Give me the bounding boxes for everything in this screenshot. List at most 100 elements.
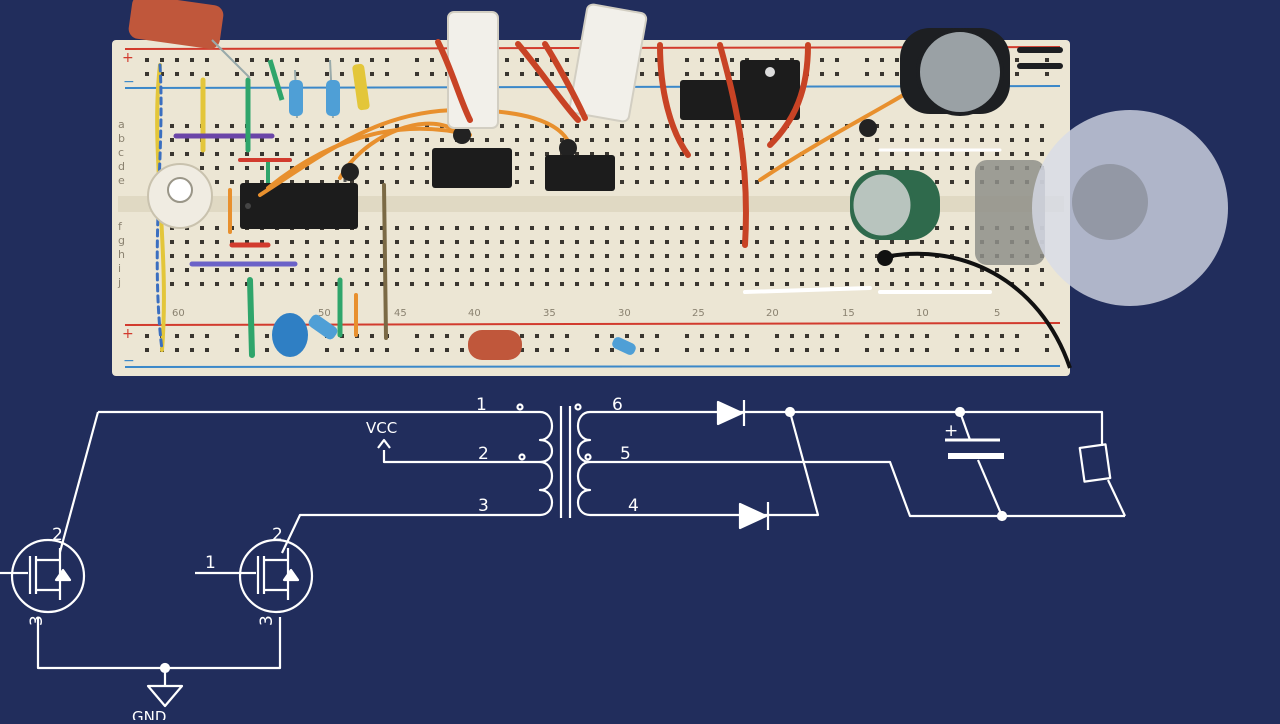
col-number: 50: [318, 308, 331, 319]
breadboard-hole: [830, 240, 834, 244]
breadboard-hole: [320, 138, 324, 142]
breadboard-hole: [770, 254, 774, 258]
breadboard-hole: [1010, 152, 1014, 156]
breadboard-hole: [875, 268, 879, 272]
breadboard-hole: [640, 58, 644, 62]
breadboard-hole: [515, 240, 519, 244]
breadboard-hole: [815, 166, 819, 170]
breadboard-hole: [355, 58, 359, 62]
schematic-labels: 1 2 3 6 5 4 VCC GND + 1 2 2 3 3: [27, 395, 958, 724]
breadboard-hole: [250, 72, 254, 76]
breadboard-hole: [260, 138, 264, 142]
breadboard-hole: [800, 124, 804, 128]
black-wire: [879, 251, 1072, 369]
breadboard-hole: [1040, 282, 1044, 286]
breadboard-hole: [530, 240, 534, 244]
breadboard-hole: [385, 58, 389, 62]
breadboard-hole: [830, 180, 834, 184]
breadboard-hole: [230, 152, 234, 156]
breadboard-hole: [770, 166, 774, 170]
breadboard-hole: [335, 166, 339, 170]
breadboard-hole: [350, 152, 354, 156]
bulb-filament: [1072, 164, 1148, 240]
breadboard-hole: [835, 58, 839, 62]
row-letter: a: [118, 118, 125, 131]
breadboard-hole: [410, 138, 414, 142]
breadboard-hole: [170, 152, 174, 156]
breadboard-hole: [605, 226, 609, 230]
breadboard-hole: [245, 282, 249, 286]
breadboard-hole: [520, 72, 524, 76]
breadboard-hole: [910, 348, 914, 352]
breadboard-hole: [575, 282, 579, 286]
breadboard-hole: [710, 268, 714, 272]
breadboard-hole: [590, 240, 594, 244]
film-capacitor: [128, 0, 224, 49]
breadboard-hole: [290, 268, 294, 272]
breadboard-hole: [1015, 348, 1019, 352]
breadboard-hole: [1015, 72, 1019, 76]
breadboard-hole: [230, 180, 234, 184]
breadboard-hole: [755, 268, 759, 272]
breadboard-hole: [200, 254, 204, 258]
breadboard-hole: [880, 72, 884, 76]
breadboard-hole: [515, 180, 519, 184]
red-wire: [767, 42, 811, 148]
breadboard-hole: [740, 124, 744, 128]
col-number: 60: [172, 308, 185, 319]
red-wires: [435, 39, 811, 248]
breadboard-hole: [860, 282, 864, 286]
breadboard-hole: [710, 240, 714, 244]
ground-symbol: [146, 684, 184, 708]
breadboard-hole: [470, 268, 474, 272]
breadboard-hole: [680, 254, 684, 258]
breadboard-hole: [520, 58, 524, 62]
breadboard-hole: [200, 282, 204, 286]
breadboard-hole: [650, 124, 654, 128]
breadboard-hole: [965, 268, 969, 272]
breadboard-hole: [1040, 124, 1044, 128]
wire-left-drain: [58, 411, 100, 553]
breadboard-hole: [605, 282, 609, 286]
breadboard-hole: [845, 152, 849, 156]
breadboard-hole: [770, 124, 774, 128]
breadboard-hole: [715, 58, 719, 62]
breadboard-hole: [575, 254, 579, 258]
breadboard-hole: [190, 72, 194, 76]
breadboard-hole: [770, 226, 774, 230]
breadboard-hole: [805, 348, 809, 352]
breadboard-hole: [620, 282, 624, 286]
breadboard-hole: [515, 268, 519, 272]
breadboard-hole: [275, 138, 279, 142]
breadboard-hole: [985, 334, 989, 338]
breadboard-hole: [875, 282, 879, 286]
breadboard-hole: [755, 166, 759, 170]
breadboard-hole: [545, 226, 549, 230]
breadboard-hole: [680, 240, 684, 244]
breadboard-hole: [710, 152, 714, 156]
breadboard-hole: [385, 72, 389, 76]
breadboard-hole: [965, 166, 969, 170]
breadboard-hole: [710, 226, 714, 230]
col-number: 10: [916, 308, 929, 319]
breadboard-hole: [185, 138, 189, 142]
breadboard-hole: [920, 138, 924, 142]
breadboard-hole: [665, 240, 669, 244]
breadboard-hole: [845, 254, 849, 258]
breadboard-hole: [920, 124, 924, 128]
breadboard-hole: [740, 180, 744, 184]
breadboard-hole: [965, 138, 969, 142]
breadboard-hole: [785, 226, 789, 230]
breadboard-hole: [865, 334, 869, 338]
breadboard-hole: [920, 254, 924, 258]
coil-dot: [516, 403, 524, 411]
source-label-right: 3: [257, 615, 277, 626]
breadboard-hole: [665, 166, 669, 170]
breadboard-hole: [1025, 282, 1029, 286]
breadboard-hole: [370, 72, 374, 76]
breadboard-hole: [640, 72, 644, 76]
breadboard-hole: [725, 282, 729, 286]
breadboard-hole: [755, 282, 759, 286]
diode-package: [740, 60, 800, 120]
breadboard-hole: [700, 58, 704, 62]
